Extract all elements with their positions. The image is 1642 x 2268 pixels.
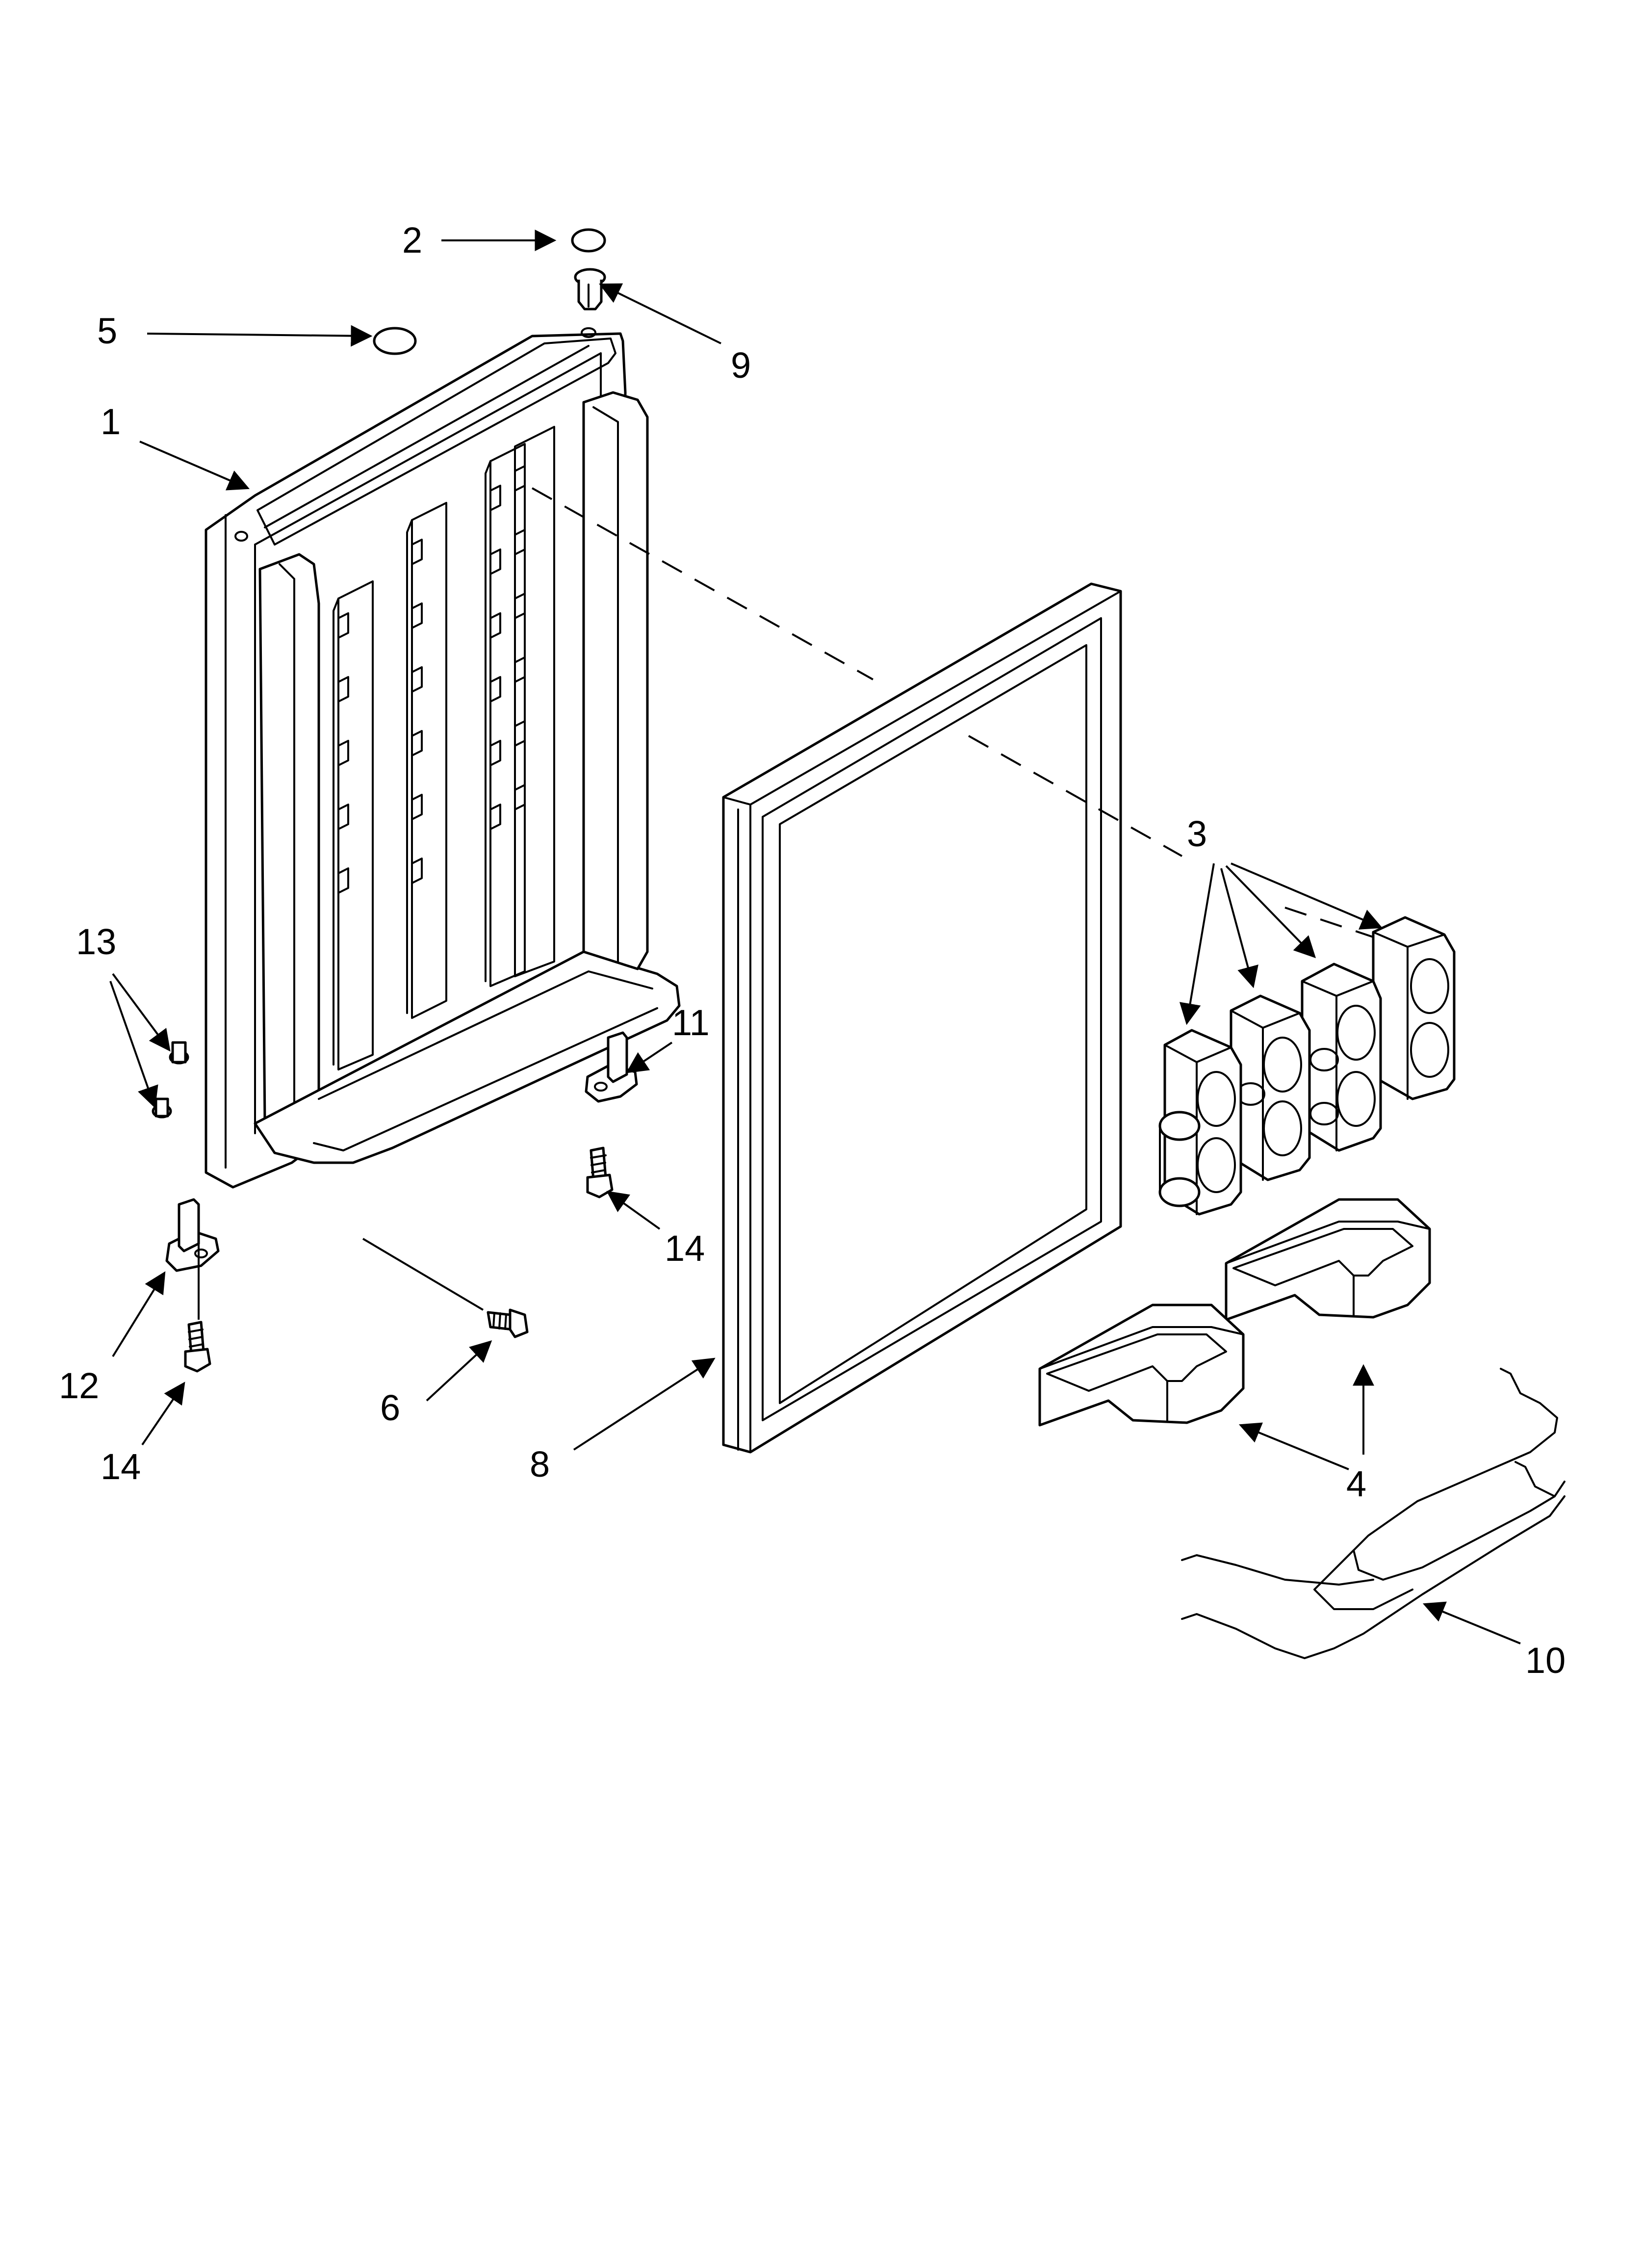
callout-3: 3 (1187, 813, 1207, 854)
cap-part (571, 228, 606, 253)
egg-tray-parts (1158, 916, 1456, 1216)
callout-13: 13 (76, 921, 116, 962)
callout-9: 9 (731, 345, 751, 386)
callout-14-lower: 14 (101, 1446, 141, 1487)
egg-tray-1 (1158, 1029, 1242, 1216)
door-gasket-part (722, 582, 1122, 1454)
callout-14-upper: 14 (665, 1228, 705, 1269)
liner-rib-4 (514, 426, 555, 977)
screw-14-lower-part (184, 1321, 211, 1373)
callout-4: 4 (1346, 1463, 1366, 1504)
egg-tray-3 (1301, 963, 1382, 1152)
door-bin-rear (1225, 1198, 1431, 1321)
egg-tray-4 (1372, 916, 1456, 1100)
door-bin-part (1038, 1198, 1431, 1427)
callout-1: 1 (101, 401, 121, 442)
callout-10: 10 (1525, 1640, 1565, 1681)
screw-6-part (487, 1308, 529, 1338)
bushing-part (574, 268, 606, 311)
callout-8: 8 (530, 1444, 550, 1485)
screw-13-lower-part (152, 1097, 172, 1119)
screw-13-upper-part (169, 1041, 189, 1065)
leader-lines (109, 230, 1521, 1644)
hinge-12-part (165, 1198, 220, 1272)
hinge-11-part (585, 1031, 638, 1103)
plug-part (373, 327, 417, 355)
egg-tray-2 (1230, 994, 1311, 1181)
liner-rib-3 (485, 443, 526, 987)
liner-rib-2 (406, 502, 447, 1019)
callout-6: 6 (380, 1387, 400, 1428)
callout-12: 12 (59, 1365, 99, 1406)
callout-11: 11 (672, 1002, 710, 1043)
callout-2: 2 (402, 220, 422, 261)
callout-5: 5 (97, 311, 117, 351)
screw-14-upper-part (586, 1147, 614, 1199)
wire-shelf-part (1181, 1368, 1565, 1659)
door-bin-front (1038, 1303, 1245, 1427)
callout-labels: 1 2 3 4 5 6 8 9 10 11 12 13 14 14 (59, 220, 1565, 1681)
door-liner-part (205, 327, 681, 1189)
liner-rib-1 (333, 580, 374, 1070)
